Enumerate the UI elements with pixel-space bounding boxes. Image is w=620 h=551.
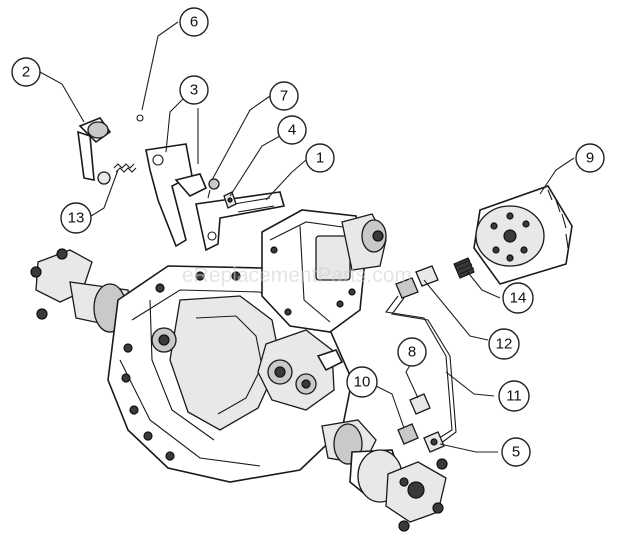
- callout-11: 11: [498, 380, 530, 412]
- right-axle: [321, 419, 448, 532]
- callout-label: 6: [190, 14, 198, 31]
- fastener-part-7: [207, 178, 220, 199]
- fastener-part-4: [223, 191, 237, 209]
- callout-1: 1: [305, 143, 335, 173]
- callout-5: 5: [501, 437, 531, 467]
- callout-4: 4: [277, 115, 307, 145]
- callout-label: 5: [512, 444, 520, 461]
- callout-2: 2: [11, 57, 41, 87]
- callout-label: 10: [354, 374, 371, 391]
- callout-label: 8: [408, 344, 416, 361]
- bypass-arm-part-2: [77, 114, 144, 185]
- callout-12: 12: [488, 328, 520, 360]
- watermark-text: eReplacementParts.com: [182, 264, 412, 287]
- fitting-part-5: [423, 431, 445, 453]
- callout-8: 8: [397, 337, 427, 367]
- fitting-part-12: [395, 265, 439, 299]
- fitting-part-10: [397, 423, 419, 445]
- callout-label: 9: [586, 150, 594, 167]
- callout-label: 13: [68, 210, 85, 227]
- brake-assembly: [257, 329, 344, 411]
- spring-part-13: [113, 163, 137, 173]
- callout-label: 11: [506, 388, 522, 405]
- pump-block: [261, 209, 387, 333]
- callout-label: 3: [190, 82, 198, 99]
- callout-3: 3: [179, 75, 209, 105]
- fitting-part-8: [409, 393, 431, 415]
- callout-14: 14: [502, 282, 534, 314]
- oil-filter-part-9: [473, 185, 573, 285]
- callout-6: 6: [179, 7, 209, 37]
- callout-label: 7: [280, 88, 288, 105]
- control-arm-part-1: [195, 191, 286, 252]
- bracket-part-3: [145, 143, 208, 248]
- callout-9: 9: [575, 143, 605, 173]
- callout-7: 7: [269, 81, 299, 111]
- callout-label: 2: [22, 64, 30, 81]
- filter-nipple-part-14: [453, 257, 475, 279]
- callout-label: 12: [496, 336, 513, 353]
- oil-line-part-11: [385, 295, 457, 445]
- callout-10: 10: [346, 366, 378, 398]
- callout-label: 4: [288, 122, 296, 139]
- callout-label: 1: [316, 150, 324, 167]
- callout-label: 14: [510, 290, 527, 307]
- callout-13: 13: [60, 202, 92, 234]
